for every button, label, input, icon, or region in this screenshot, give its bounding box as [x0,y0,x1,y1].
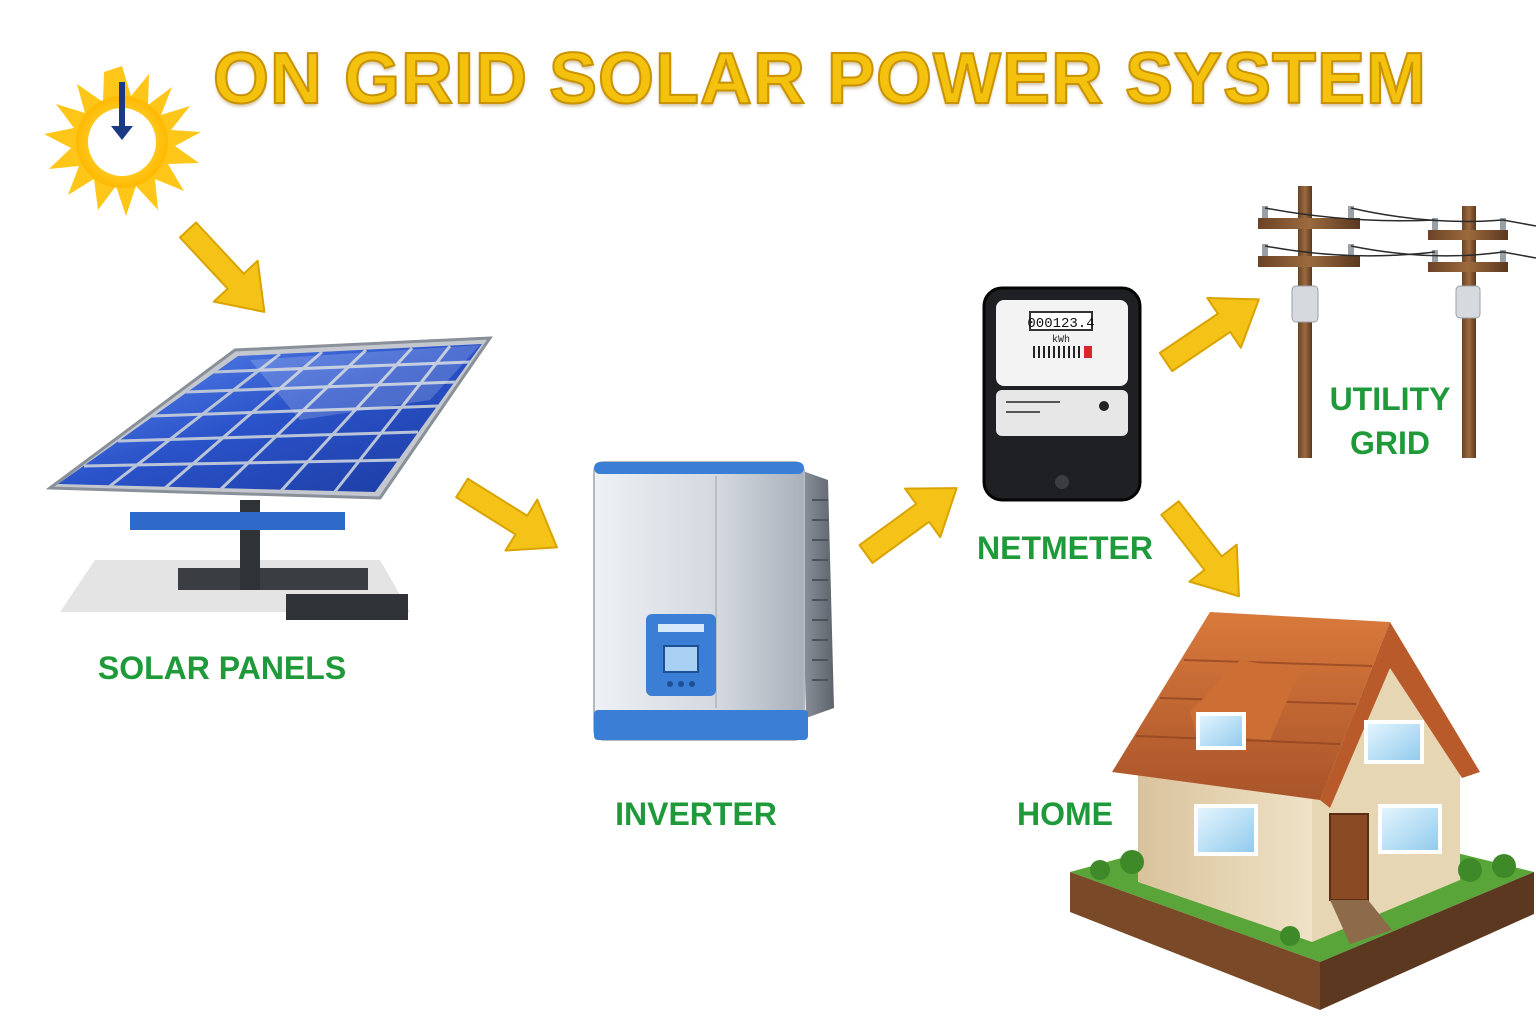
sun-icon [44,66,201,216]
solar-panel-icon [45,336,493,620]
utility-pole-icon [1258,186,1536,458]
label-utility-grid: UTILITY GRID [1310,377,1470,465]
flow-arrow-icon [1148,273,1277,388]
flow-arrow-icon [847,462,976,580]
net-meter-icon: 000123.4 kWh [982,286,1142,502]
flow-arrow-icon [165,208,288,334]
label-netmeter: NETMETER [977,530,1153,566]
label-inverter: INVERTER [615,796,777,832]
label-home: HOME [1017,796,1113,832]
meter-unit: kWh [1052,334,1070,346]
label-solar-panels: SOLAR PANELS [97,650,347,686]
flow-arrow-icon [445,461,574,574]
inverter-icon [593,461,834,741]
house-icon [1070,612,1534,1010]
meter-reading: 000123.4 [1027,316,1094,332]
label-utility-grid-line2: GRID [1350,425,1430,461]
label-utility-grid-line1: UTILITY [1329,381,1451,417]
page-title: ON GRID SOLAR POWER SYSTEM [212,38,1428,120]
